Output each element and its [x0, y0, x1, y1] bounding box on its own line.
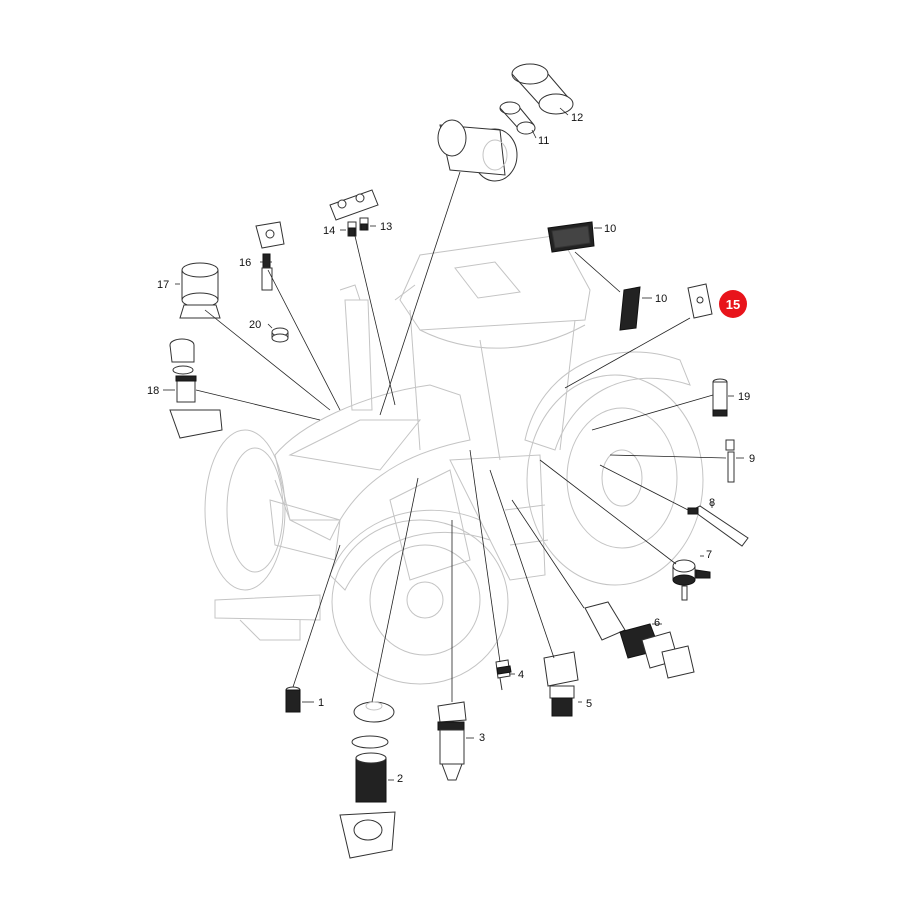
leader-lines [163, 107, 744, 781]
long-filter-part [687, 505, 749, 547]
oil-filter-2-part [339, 701, 396, 859]
tractor-illustration [204, 234, 704, 685]
callout-16[interactable]: 16 [239, 257, 251, 269]
fuel-filter-housing-part [672, 559, 711, 601]
callout-5[interactable]: 5 [586, 698, 592, 710]
air-filter-element-part [584, 601, 695, 679]
valve-block-part [329, 189, 379, 237]
water-separator-part [179, 262, 221, 319]
callout-4[interactable]: 4 [518, 669, 524, 681]
inline-filter-part [495, 659, 512, 691]
parts [169, 63, 749, 859]
cabin-filter-side-part [619, 286, 641, 331]
callout-19[interactable]: 19 [738, 391, 750, 403]
callout-8[interactable]: 8 [709, 497, 715, 509]
callout-11[interactable]: 11 [538, 135, 549, 147]
cabin-filter-top-part [547, 221, 595, 253]
air-cleaner-housing-part [437, 119, 518, 182]
callout-10a[interactable]: 10 [604, 223, 616, 235]
callout-18[interactable]: 18 [147, 385, 159, 397]
callout-10b[interactable]: 10 [655, 293, 667, 305]
callout-3[interactable]: 3 [479, 732, 485, 744]
callout-2[interactable]: 2 [397, 773, 403, 785]
oil-filter-left-part [169, 338, 223, 439]
fuel-filter-small-part [255, 221, 285, 291]
callout-7[interactable]: 7 [706, 549, 712, 561]
highlight-marker [719, 290, 747, 318]
fuel-filter-3-part [437, 701, 467, 781]
callout-12[interactable]: 12 [571, 112, 583, 124]
callout-20[interactable]: 20 [249, 319, 261, 331]
callout-15-highlighted[interactable]: 15 [719, 290, 747, 318]
callout-15[interactable]: 15 [726, 297, 740, 312]
filter-assembly-5-part [543, 651, 579, 717]
cylinder-filter-part [712, 378, 728, 417]
callout-1[interactable]: 1 [318, 697, 324, 709]
cartridge-1-part [285, 686, 301, 713]
callout-9[interactable]: 9 [749, 453, 755, 465]
callout-labels: 1 2 3 4 5 6 7 8 9 10 10 11 12 13 14 16 1… [147, 112, 755, 785]
air-filter-outer-part [511, 63, 574, 115]
callout-17[interactable]: 17 [157, 279, 169, 291]
callout-14[interactable]: 14 [323, 225, 335, 237]
callout-13[interactable]: 13 [380, 221, 392, 233]
sensor-part [687, 283, 713, 319]
callout-6[interactable]: 6 [654, 617, 660, 629]
breather-part [725, 439, 735, 483]
air-filter-inner-part [499, 101, 536, 135]
cap-part [271, 327, 289, 343]
